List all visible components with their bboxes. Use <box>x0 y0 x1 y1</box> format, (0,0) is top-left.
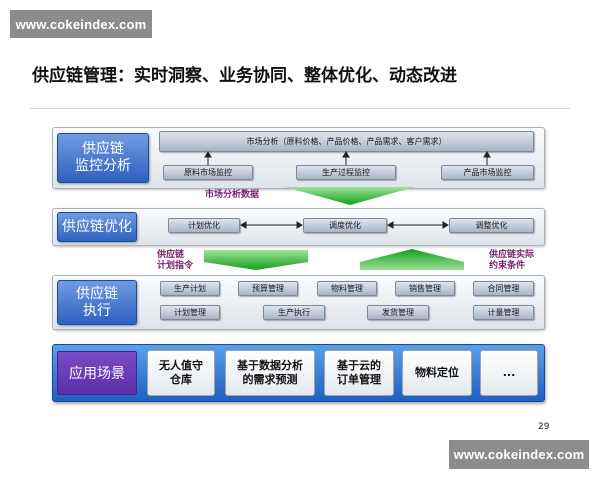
execute-item-materials: 物料管理 <box>317 281 377 296</box>
monitor-label: 供应链 监控分析 <box>57 133 149 183</box>
optimize-label: 供应链优化 <box>57 212 137 242</box>
execute-item-plan-mgmt: 计划管理 <box>160 305 220 320</box>
watermark-bottom: www.cokeindex.com <box>449 440 589 469</box>
execute-label: 供应链 执行 <box>57 280 137 325</box>
execute-item-metering: 计量管理 <box>473 305 534 320</box>
scenarios-label: 应用场景 <box>57 351 137 395</box>
scenario-cloud-orders: 基于云的 订单管理 <box>324 350 394 396</box>
execute-item-contracts: 合同管理 <box>473 281 534 296</box>
optimize-item-plan: 计划优化 <box>168 218 240 233</box>
scenario-more: ... <box>480 350 538 396</box>
execute-item-production-exec: 生产执行 <box>263 305 325 320</box>
execute-item-production-plan: 生产计划 <box>160 281 220 296</box>
constraint-label: 供应链实际 约束条件 <box>489 250 535 271</box>
market-analysis-bar: 市场分析（原料价格、产品价格、产品需求、客户需求） <box>159 131 534 152</box>
market-data-arrow <box>285 187 415 205</box>
monitor-item-production: 生产过程监控 <box>296 165 396 180</box>
execute-item-sales: 销售管理 <box>395 281 455 296</box>
optimize-item-adjust: 调整优化 <box>449 218 534 233</box>
execute-item-shipping: 发货管理 <box>367 305 429 320</box>
scenario-material-location: 物料定位 <box>402 350 472 396</box>
monitor-item-product-market: 产品市场监控 <box>441 165 534 180</box>
monitor-item-raw-material: 原料市场监控 <box>163 165 253 180</box>
page-number: 29 <box>538 422 550 432</box>
scenario-demand-forecast: 基于数据分析 的需求预测 <box>225 350 315 396</box>
slide-title: 供应链管理：实时洞察、业务协同、整体优化、动态改进 <box>32 66 457 86</box>
plan-instruction-label: 供应链 计划指令 <box>157 250 194 271</box>
optimize-item-dispatch: 调度优化 <box>303 218 387 233</box>
title-divider <box>30 108 570 109</box>
scenario-unmanned-warehouse: 无人值守 仓库 <box>147 350 215 396</box>
execute-item-budget: 预算管理 <box>238 281 298 296</box>
market-data-label: 市场分析数据 <box>205 190 260 200</box>
watermark-top: www.cokeindex.com <box>10 10 152 38</box>
